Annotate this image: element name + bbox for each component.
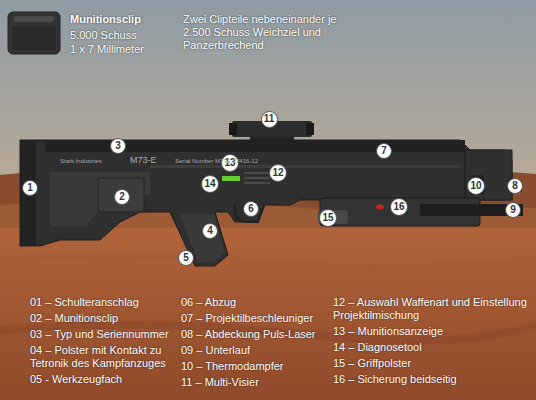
callout-number: 5: [183, 253, 189, 263]
part-key: 03 – Typ und Seriennummer: [30, 328, 178, 341]
callout-number: 1: [27, 183, 33, 193]
clip-note: Zwei Clipteile nebeneinander je 2.500 Sc…: [183, 13, 351, 52]
legend-column: 06 – Abzug 07 – Projektilbeschleuniger 08 …: [181, 296, 331, 392]
callout-number: 2: [119, 192, 125, 202]
part-key: 11 – Multi-Visier: [181, 376, 331, 389]
clip-title: Munitionsclip: [70, 13, 141, 26]
callout-circle: 2: [114, 189, 130, 205]
part-key: 08 – Abdeckung Puls-Laser: [181, 328, 331, 341]
callout-circle: 9: [505, 202, 521, 218]
serial-label: Serial Number: [175, 157, 213, 165]
callout-circle: 15: [319, 209, 337, 227]
clip-info: 1 x 7 Millimeter: [70, 43, 144, 56]
part-key: 09 – Unterlauf: [181, 344, 331, 357]
callout-number: 12: [272, 168, 283, 178]
part-key: 07 – Projektilbeschleuniger: [181, 312, 331, 325]
callout-circle: 16: [390, 198, 408, 216]
callout-number: 9: [510, 205, 516, 215]
callout-circle: 14: [201, 175, 219, 193]
part-key: 05 - Werkzeugfach: [30, 373, 178, 386]
callout-circle: 11: [261, 111, 278, 128]
callout-circle: 4: [202, 223, 218, 239]
callout-number: 8: [512, 181, 518, 191]
serial-number: M73E-27416-12: [215, 157, 258, 165]
callout-circle: 7: [376, 143, 392, 159]
part-key: 13 – Munitionsanzeige: [333, 325, 529, 338]
part-key: 15 – Griffpolster: [333, 357, 529, 370]
part-key: 02 – Munitionsclip: [30, 312, 178, 325]
maker-text: Stark Industries: [60, 157, 102, 165]
callout-circle: 1: [22, 180, 38, 196]
legend-column: 12 – Auswahl Waffenart und Einstellung P…: [333, 296, 529, 389]
callout-number: 6: [248, 204, 254, 214]
part-key: 16 – Sicherung beidseitig: [333, 373, 529, 386]
part-key: 12 – Auswahl Waffenart und Einstellung P…: [333, 296, 529, 322]
callout-circle: 8: [507, 178, 523, 194]
callout-number: 14: [204, 179, 215, 189]
callout-number: 15: [322, 213, 333, 223]
callout-number: 11: [264, 114, 275, 124]
part-key: 14 – Diagnosetool: [333, 341, 529, 354]
callout-number: 16: [393, 202, 404, 212]
callout-number: 10: [470, 181, 481, 191]
callout-circle: 6: [243, 201, 259, 217]
callout-circle: 10: [467, 177, 485, 195]
callout-circle: 5: [178, 250, 194, 266]
part-key: 04 – Polster mit Kontakt zu Tetronik des…: [30, 344, 178, 370]
callout-circle: 3: [110, 138, 126, 154]
type-text: M73-E: [130, 155, 157, 166]
legend-column: 01 – Schulteranschlag 02 – Munitionsclip 0…: [30, 296, 178, 389]
callout-number: 4: [207, 226, 213, 236]
callout-number: 3: [115, 141, 121, 151]
clip-info: 5.000 Schuss: [70, 29, 137, 42]
part-key: 01 – Schulteranschlag: [30, 296, 178, 309]
callout-circle: 12: [269, 164, 287, 182]
part-key: 10 – Thermodampfer: [181, 360, 331, 373]
callout-number: 7: [381, 146, 387, 156]
part-key: 06 – Abzug: [181, 296, 331, 309]
